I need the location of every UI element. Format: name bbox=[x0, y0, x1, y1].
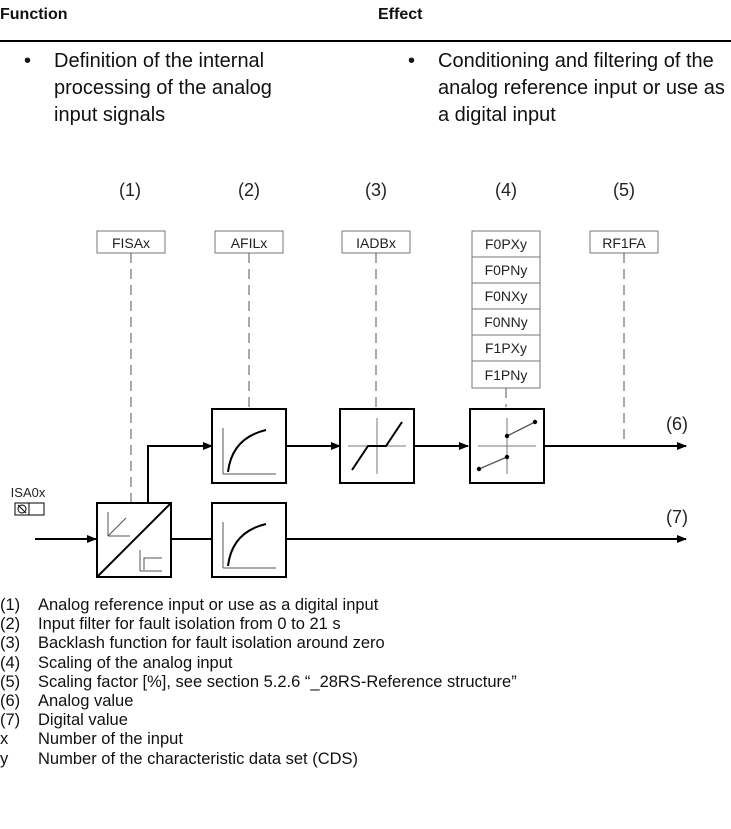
input-label: ISA0x bbox=[11, 485, 46, 500]
stage-number-4: (4) bbox=[495, 180, 517, 200]
legend-row: y Number of the characteristic data set (… bbox=[0, 750, 731, 769]
header-divider bbox=[0, 40, 731, 42]
effect-heading: Effect bbox=[378, 6, 423, 23]
function-description: Definition of the internal processing of… bbox=[54, 50, 272, 126]
legend-key: (6) bbox=[0, 691, 21, 710]
legend: (1) Analog reference input or use as a di… bbox=[0, 596, 731, 769]
parameter-box-fisa: FISAx bbox=[96, 230, 166, 254]
legend-text: Analog value bbox=[38, 691, 134, 710]
legend-key: (7) bbox=[0, 711, 21, 730]
parameter-label-f1pn: F1PNy bbox=[485, 367, 528, 383]
parameter-label-f1px: F1PXy bbox=[485, 340, 527, 356]
effect-description: Conditioning and filtering of the analog… bbox=[438, 50, 725, 126]
parameter-label-afil: AFILx bbox=[231, 235, 268, 251]
converter-block bbox=[96, 502, 172, 578]
legend-text: Number of the characteristic data set (C… bbox=[38, 749, 359, 768]
legend-row: (6) Analog value bbox=[0, 692, 731, 711]
legend-row: (1) Analog reference input or use as a di… bbox=[0, 596, 731, 615]
parameter-box-rf1fa: RF1FA bbox=[589, 230, 659, 254]
digital-output-label: (7) bbox=[666, 507, 688, 527]
signal-lines bbox=[35, 442, 687, 543]
parameter-label-f0nx: F0NXy bbox=[485, 288, 528, 304]
stage-number-2: (2) bbox=[238, 180, 260, 200]
analog-output-label: (6) bbox=[666, 414, 688, 434]
parameter-label-fisa: FISAx bbox=[112, 235, 150, 251]
legend-text: Digital value bbox=[38, 711, 128, 730]
legend-key: (4) bbox=[0, 653, 21, 672]
parameter-label-f0nn: F0NNy bbox=[484, 314, 528, 330]
legend-text: Input filter for fault isolation from 0 … bbox=[38, 615, 341, 634]
legend-row: (2) Input filter for fault isolation from… bbox=[0, 615, 731, 634]
function-heading: Function bbox=[0, 6, 68, 23]
parameter-label-iadb: IADBx bbox=[356, 235, 396, 251]
legend-row: x Number of the input bbox=[0, 730, 731, 749]
parameter-label-f0pn: F0PNy bbox=[485, 262, 528, 278]
bullet-dot: • bbox=[408, 50, 416, 72]
legend-key: (5) bbox=[0, 672, 21, 691]
branch-to-filter bbox=[147, 442, 213, 503]
legend-key: (1) bbox=[0, 596, 21, 614]
legend-key: (2) bbox=[0, 615, 21, 634]
legend-key: y bbox=[0, 749, 9, 768]
parameter-box-iadb: IADBx bbox=[341, 230, 411, 254]
dashed-connectors bbox=[130, 253, 625, 503]
legend-key: x bbox=[0, 730, 9, 749]
legend-text: Scaling of the analog input bbox=[38, 653, 233, 672]
stage-number-5: (5) bbox=[613, 180, 635, 200]
backlash-block bbox=[339, 408, 415, 484]
digital-filter-block bbox=[211, 502, 287, 578]
legend-text: Scaling factor [%], see section 5.2.6 “_… bbox=[38, 672, 517, 691]
parameter-box-stack-scaling: F0PXy F0PNy F0NXy F0NNy F1PXy F1PNy bbox=[471, 230, 541, 389]
legend-text: Backlash function for fault isolation ar… bbox=[38, 634, 385, 653]
legend-text: Number of the input bbox=[38, 730, 183, 749]
parameter-label-rf1fa: RF1FA bbox=[602, 235, 646, 251]
legend-row: (4) Scaling of the analog input bbox=[0, 654, 731, 673]
legend-row: (5) Scaling factor [%], see section 5.2.6… bbox=[0, 673, 731, 692]
legend-key: (3) bbox=[0, 634, 21, 653]
input-switch-icon bbox=[14, 502, 45, 516]
analog-input-block-diagram: (1) (2) (3) (4) (5) FISAx AFILx IADBx F0… bbox=[11, 180, 688, 578]
analog-filter-block bbox=[211, 408, 287, 484]
stage-number-1: (1) bbox=[119, 180, 141, 200]
legend-row: (3) Backlash function for fault isolation… bbox=[0, 634, 731, 653]
legend-text: Analog reference input or use as a digit… bbox=[38, 596, 379, 614]
parameter-label-f0px: F0PXy bbox=[485, 236, 527, 252]
stage-number-3: (3) bbox=[365, 180, 387, 200]
legend-row: (7) Digital value bbox=[0, 711, 731, 730]
bullet-dot: • bbox=[24, 50, 32, 72]
parameter-box-afil: AFILx bbox=[214, 230, 284, 254]
digital-step-symbol bbox=[139, 550, 162, 572]
scaling-block bbox=[469, 408, 545, 484]
